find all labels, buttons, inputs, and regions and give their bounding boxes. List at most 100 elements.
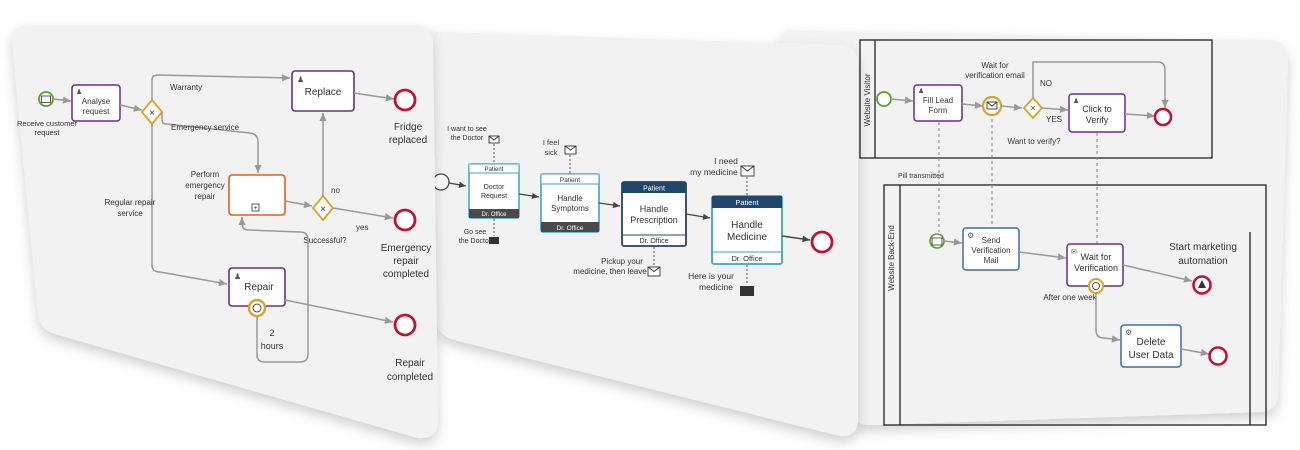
gateway-successful [311,194,335,222]
participant-patient: Patient [735,198,759,207]
signal-icon [1198,280,1206,288]
gear-icon: ⚙ [1125,328,1132,337]
card-verification-process: Website Visitor Website Back-End ♟ Fill … [779,30,1288,426]
gateway-want-verify [1022,96,1044,120]
send-mail-line2: Verification [971,246,1010,255]
participant-band-dr-office [469,209,519,218]
label-warranty: Warranty [170,83,202,92]
emergency-line1: Perform [191,170,220,179]
handle-medicine-line1: Handle [731,220,763,231]
doctor-request-line2: Request [481,193,507,200]
fridge-replaced-line2: replaced [389,135,427,146]
feel-sick-line1: I feel [543,138,560,147]
regular-repair-line1: Regular repair [105,198,156,207]
delete-line1: Delete [1137,337,1166,348]
label-yes: YES [1046,115,1062,124]
label-after-week: After one week [1043,293,1097,302]
label-pill-transmitted: Pill transmitted [898,173,944,180]
participant-dr-office: Dr. Office [482,212,508,218]
emergency-completed-line1: Emergency [381,243,432,254]
label-no: no [331,186,340,195]
start-event [432,173,450,191]
fill-lead-line1: Fill Lead [923,96,953,105]
task-analyse-request [71,84,121,122]
participant-band-patient [622,182,686,193]
two-hours-line1: 2 [269,328,274,338]
card-doctor-process: I want to see the Doctor Patient Doctor … [377,30,858,437]
card-background [377,30,858,437]
fill-lead-line2: Form [929,106,948,115]
want-see-line1: I want to see [447,126,487,133]
wait-email-line1: Wait for [981,61,1009,70]
participant-patient: Patient [485,167,504,173]
emergency-line3: repair [195,192,216,201]
doctor-request-line1: Doctor [484,184,505,191]
pool-website-backend [883,184,1267,426]
two-hours-line2: hours [261,341,284,351]
feel-sick-line2: sick [545,148,558,157]
start-marketing-line2: automation [1178,256,1227,267]
participant-patient: Patient [560,177,580,184]
click-verify-line1: Click to [1082,104,1112,114]
card-repair-process: Receive customer request ♟ Analyse reque… [11,25,439,439]
participant-band-dr-office [541,222,599,232]
timer-boundary-event [247,298,267,318]
task-send-verification-mail [962,227,1020,271]
gear-icon: ⚙ [967,231,974,240]
delete-line2: User Data [1128,350,1173,361]
message-start-event [38,91,54,107]
participant-dr-office: Dr. Office [731,254,762,263]
here-is-line2: medicine [699,282,733,292]
repair-label: Repair [244,282,274,293]
task-click-verify [1068,93,1126,133]
fridge-replaced-line1: Fridge [394,122,423,133]
task-fill-lead-form [913,84,963,122]
wait-email-line2: verification email [965,71,1025,80]
lane-label-visitor: Website Visitor [863,73,872,126]
pickup-line2: medicine, then leave [573,267,647,276]
repair-completed-line1: Repair [395,358,425,369]
user-icon: ♟ [297,75,304,84]
end-event-repair-completed [393,313,417,337]
end-event [810,230,834,254]
go-see-line2: the Doctor [459,238,492,245]
user-icon: ♟ [234,272,241,281]
analyse-line1: Analyse [82,97,111,106]
task-delete-user-data [1120,324,1182,368]
replace-label: Replace [305,87,342,98]
user-icon: ♟ [1073,97,1079,105]
pickup-line1: Pickup your [601,257,643,266]
emergency-completed-line3: completed [383,269,429,280]
handle-prescription-line2: Prescription [630,215,678,225]
wait-verification-line2: Verification [1074,263,1118,273]
need-medicine-line1: I need [714,156,738,166]
svg-text:×: × [149,108,155,119]
start-marketing-line1: Start marketing [1169,242,1237,253]
mail-icon [986,101,998,110]
need-medicine-line2: my medicine [690,167,738,177]
end-event-fridge-replaced [393,88,417,112]
lane-label-backend: Website Back-End [887,225,896,291]
clock-icon [1092,282,1100,290]
subprocess-emergency-repair [228,174,286,216]
label-want-verify: Want to verify? [1007,137,1061,146]
start-event [876,91,892,107]
handle-symptoms-line1: Handle [557,194,583,203]
mail-icon-filled [489,237,499,244]
svg-text:+: + [253,205,257,212]
send-mail-line3: Mail [984,256,999,265]
svg-text:×: × [1030,103,1035,113]
svg-text:×: × [320,204,326,215]
emergency-completed-line2: repair [393,256,419,267]
mail-icon-filled [740,286,754,296]
handle-symptoms-line2: Symptoms [551,204,589,213]
participant-patient: Patient [643,186,665,193]
label-no: NO [1040,79,1052,88]
label-successful: Successful? [303,236,347,245]
end-event [1153,107,1173,127]
participant-dr-office: Dr. Office [557,225,584,232]
end-event [1208,346,1228,366]
repair-completed-line2: completed [387,372,433,383]
expand-icon [251,203,260,212]
